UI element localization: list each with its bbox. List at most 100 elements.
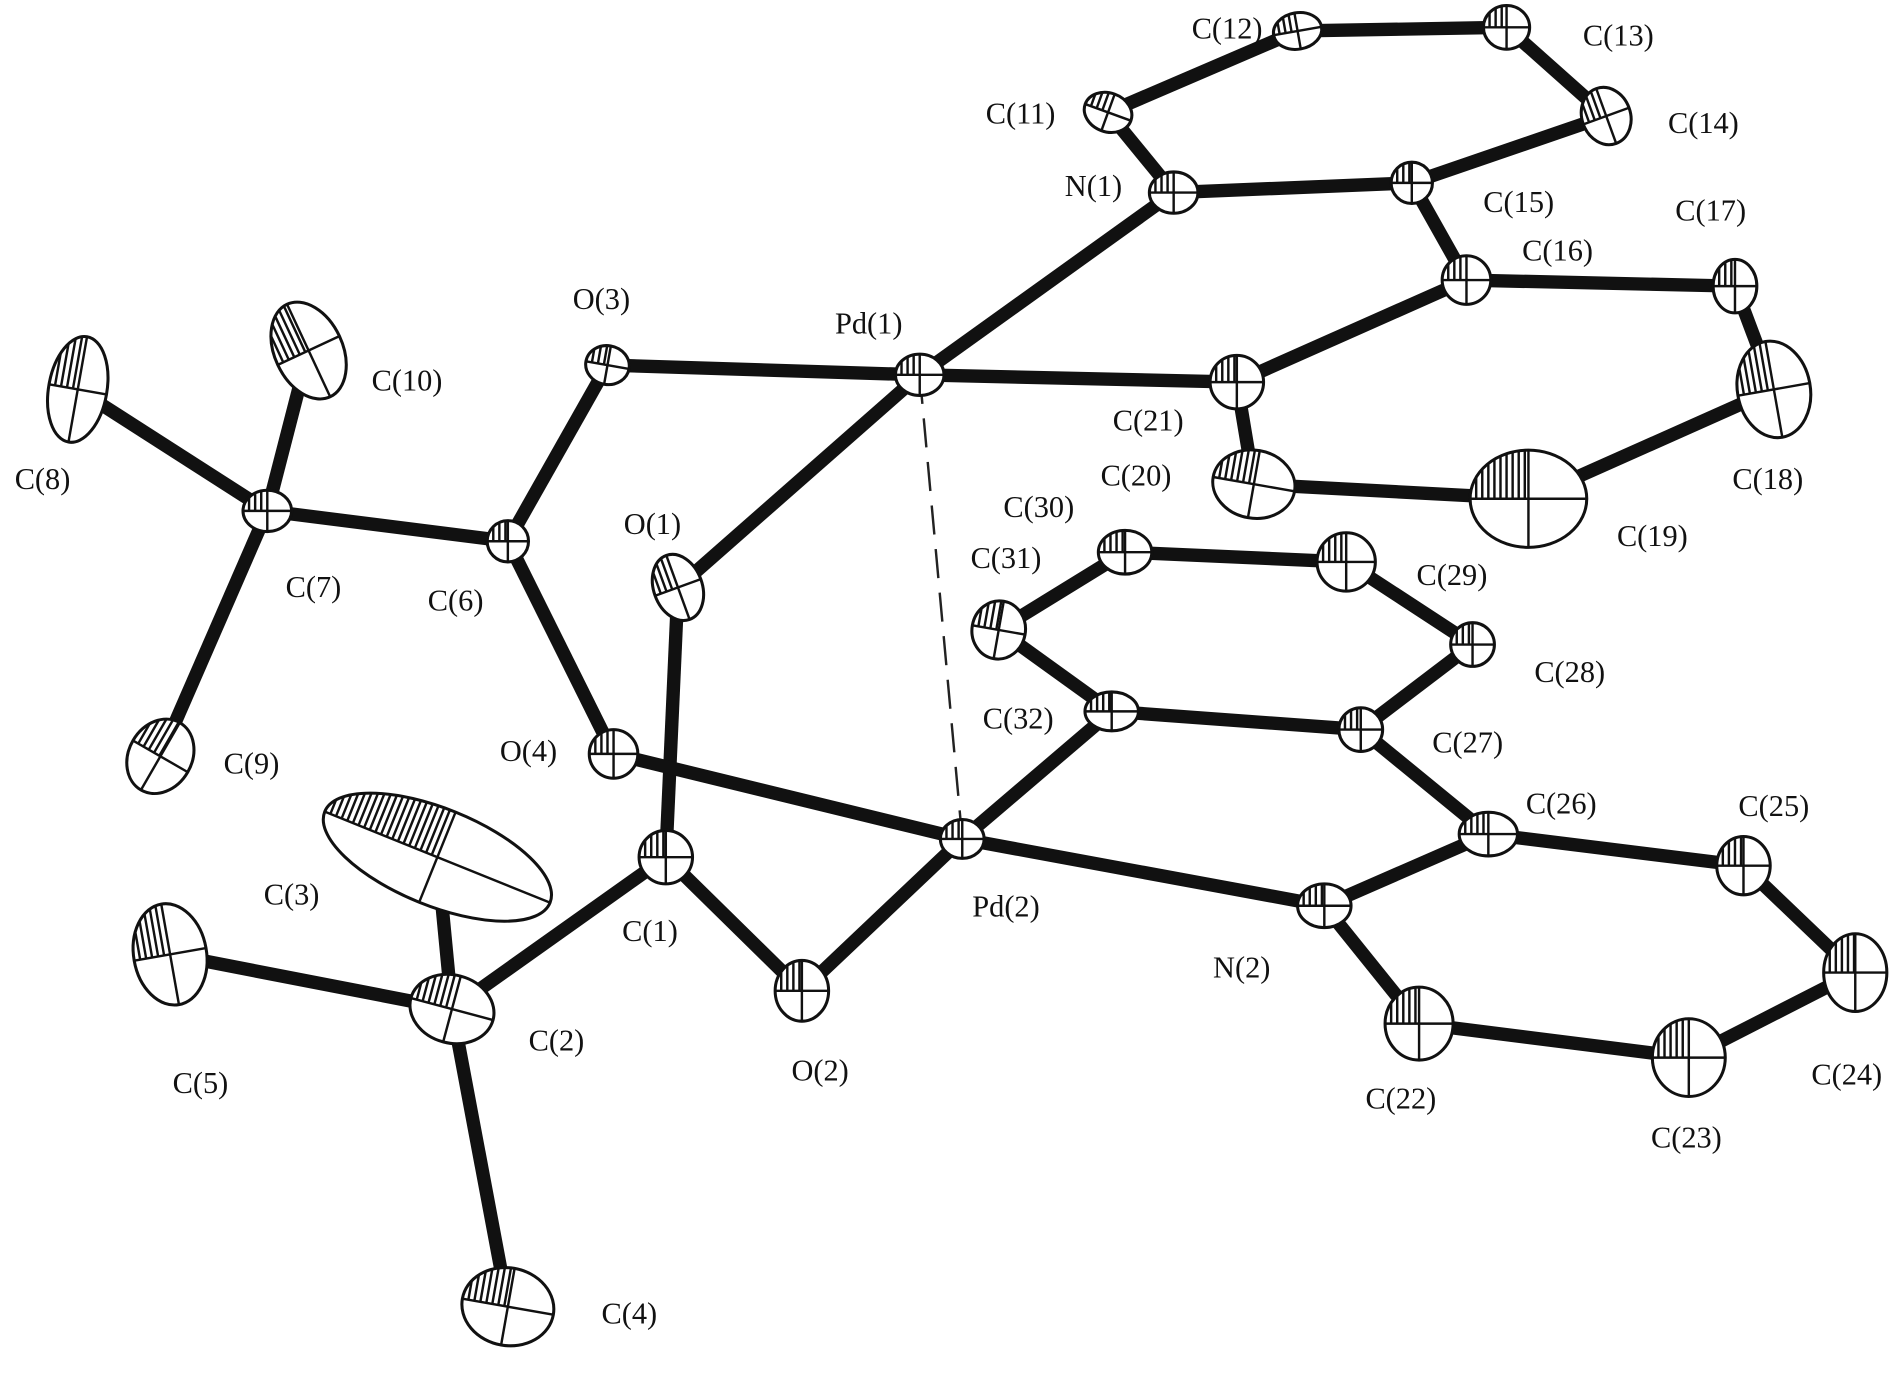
bond-c30-c29 (1124, 545, 1347, 569)
atom-label-c13: C(13) (1583, 19, 1654, 53)
atom-label-c23: C(23) (1651, 1121, 1722, 1155)
atom-label-pd2: Pd(2) (972, 890, 1039, 924)
bond-pd1-c21 (919, 368, 1237, 389)
bond-c2-c5 (168, 947, 454, 1016)
atom-label-c20: C(20) (1101, 458, 1172, 492)
atom-c25 (1715, 834, 1772, 897)
atom-c9 (125, 706, 196, 796)
atom-label-c16: C(16) (1522, 234, 1593, 268)
atom-c6 (485, 519, 531, 564)
atom-label-c26: C(26) (1526, 786, 1597, 820)
bond-c7-c9 (154, 508, 274, 759)
bond-c14-c15 (1409, 109, 1609, 190)
atom-c11 (1082, 85, 1134, 134)
atom-label-c31: C(31) (971, 541, 1042, 575)
atom-c30 (1096, 528, 1154, 576)
atom-label-c12: C(12) (1192, 11, 1263, 45)
atom-label-c29: C(29) (1416, 558, 1487, 592)
atom-c17 (1711, 257, 1759, 315)
bond-c26-n2 (1321, 827, 1492, 912)
atom-label-pd1: Pd(1) (835, 307, 902, 341)
atom-c24 (1822, 932, 1889, 1013)
bond-pd2-c32 (957, 706, 1117, 845)
atom-label-c14: C(14) (1668, 106, 1739, 140)
bond-c7-c8 (74, 383, 271, 517)
atom-c28 (1449, 621, 1496, 668)
atom-label-c1: C(1) (622, 914, 678, 948)
atom-c26 (1457, 810, 1520, 858)
bond-c1-c2 (448, 851, 670, 1015)
bond-c27-c26 (1356, 724, 1493, 840)
bond-c23-c22 (1418, 1016, 1690, 1065)
bond-o2-pd2 (797, 834, 967, 996)
atom-label-o1: O(1) (624, 507, 681, 541)
atom-c23 (1650, 1017, 1727, 1099)
atom-pd1 (893, 352, 946, 397)
atom-label-c24: C(24) (1811, 1057, 1882, 1091)
atom-c31 (970, 596, 1028, 661)
atom-c32 (1083, 690, 1140, 733)
atom-label-c17: C(17) (1675, 194, 1746, 228)
bond-c27-c32 (1111, 704, 1362, 737)
atom-label-c3: C(3) (264, 878, 320, 912)
bond-c21-c16 (1234, 273, 1470, 389)
bond-n2-pd2 (961, 832, 1326, 913)
atom-o4 (587, 728, 640, 780)
atom-label-c22: C(22) (1365, 1082, 1436, 1116)
pd-pd-contact-dashed (918, 374, 964, 840)
atom-c21 (1208, 353, 1266, 411)
atom-c2 (408, 965, 496, 1046)
atom-c18 (1729, 339, 1813, 440)
atom-c10 (256, 300, 348, 401)
atom-c22 (1383, 985, 1455, 1062)
bond-c28-c27 (1356, 639, 1477, 735)
atom-o2 (773, 958, 831, 1023)
bond-n1-pd1 (915, 187, 1178, 381)
atom-c7 (241, 488, 294, 534)
atom-o3 (584, 342, 631, 387)
atom-o1 (643, 552, 706, 622)
bond-o4-pd2 (611, 747, 964, 846)
atom-label-c5: C(5) (173, 1066, 229, 1100)
atom-label-n1: N(1) (1065, 169, 1122, 203)
bond-c16-c17 (1466, 273, 1736, 293)
bond-c2-c4 (445, 1007, 515, 1308)
atom-label-c7: C(7) (286, 570, 342, 604)
atom-label-c15: C(15) (1483, 185, 1554, 219)
atom-label-c30: C(30) (1003, 490, 1074, 524)
atom-label-c10: C(10) (372, 364, 443, 398)
atom-c4 (460, 1260, 556, 1348)
atom-c15 (1389, 160, 1434, 206)
bond-pd1-o1 (673, 369, 925, 593)
bond-c12-c13 (1297, 20, 1507, 38)
bond-o3-pd1 (607, 358, 920, 382)
atom-c27 (1337, 706, 1385, 753)
atom-label-n2: N(2) (1213, 950, 1270, 984)
atom-n1 (1147, 170, 1200, 215)
atom-c3 (321, 766, 554, 923)
atom-c5 (125, 902, 209, 1007)
bond-c6-o4 (501, 538, 620, 757)
atom-label-o4: O(4) (500, 734, 557, 768)
atom-label-c19: C(19) (1617, 519, 1688, 553)
atom-pd2 (938, 817, 986, 860)
atom-c16 (1440, 254, 1493, 306)
bond-c26-c25 (1487, 827, 1745, 873)
bond-c11-c12 (1105, 24, 1301, 119)
atom-label-c6: C(6) (428, 584, 484, 618)
atom-label-c25: C(25) (1738, 789, 1809, 823)
atom-c1 (637, 828, 695, 886)
atom-c12 (1270, 11, 1324, 51)
atom-n2 (1296, 882, 1353, 930)
bond-c1-o2 (661, 852, 807, 996)
atom-c8 (46, 331, 110, 444)
atom-label-c27: C(27) (1432, 726, 1503, 760)
bond-o3-c6 (502, 361, 614, 545)
atom-label-o2: O(2) (791, 1054, 848, 1088)
atom-c19 (1468, 448, 1589, 549)
atom-c29 (1315, 531, 1377, 593)
atom-label-c28: C(28) (1534, 655, 1605, 689)
atom-label-o3: O(3) (573, 282, 630, 316)
